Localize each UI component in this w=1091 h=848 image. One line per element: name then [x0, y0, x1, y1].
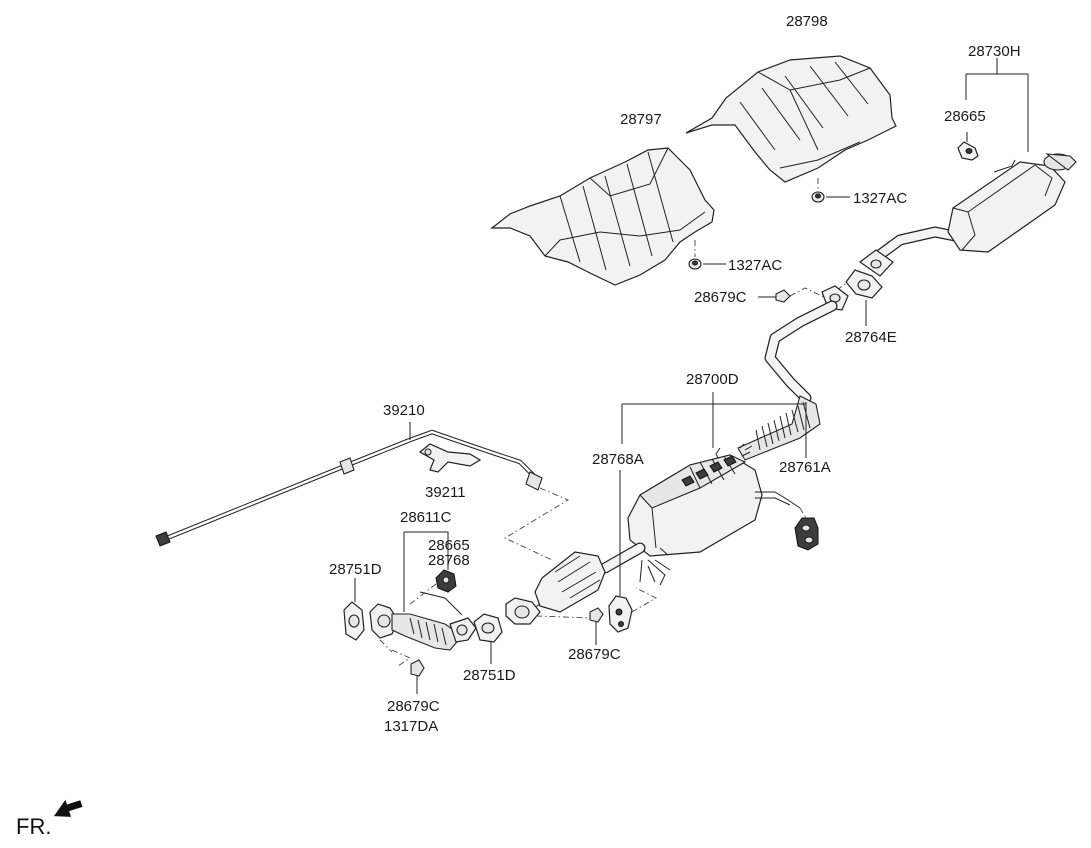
- label-28730h: 28730H: [968, 43, 1021, 60]
- label-28768-front: 28768: [428, 552, 470, 569]
- label-1327ac-upper: 1327AC: [853, 190, 907, 207]
- label-28797: 28797: [620, 111, 662, 128]
- label-28679c-upper: 28679C: [694, 289, 747, 306]
- label-1327ac-lower: 1327AC: [728, 257, 782, 274]
- label-28679c-center: 28679C: [568, 646, 621, 663]
- catalytic-converter: [505, 551, 606, 625]
- label-28798: 28798: [786, 13, 828, 30]
- hanger-center: [608, 470, 657, 633]
- label-1317da: 1317DA: [384, 718, 438, 735]
- center-muffler: [599, 443, 801, 586]
- label-28679c-lower: 28679C: [387, 698, 440, 715]
- label-28751d-left: 28751D: [329, 561, 382, 578]
- label-28700d: 28700D: [686, 371, 739, 388]
- gasket-rear: [845, 269, 883, 326]
- label-28751d-right: 28751D: [463, 667, 516, 684]
- dash-cat: [535, 615, 593, 619]
- leader-28730h: [965, 58, 1029, 152]
- front-direction-arrow-icon: [53, 799, 83, 817]
- leader-28700d: [621, 392, 806, 448]
- dash-front: [379, 639, 393, 653]
- nut-1327ac-upper: [811, 178, 850, 203]
- rear-muffler: [858, 153, 1077, 277]
- label-39211: 39211: [425, 484, 466, 501]
- gasket-front-right: [473, 613, 503, 664]
- label-39210: 39210: [383, 402, 425, 419]
- heat-shield-rear: [685, 55, 897, 183]
- clamp-upper: [758, 287, 827, 303]
- mid-pipe: [764, 285, 849, 404]
- oxygen-sensor: [155, 422, 543, 547]
- clamp-center: [589, 607, 604, 645]
- label-28768a: 28768A: [592, 451, 644, 468]
- label-28764e: 28764E: [845, 329, 897, 346]
- clamp-lower: [391, 649, 425, 694]
- dash-sensor: [504, 487, 569, 561]
- front-pipe: [369, 532, 477, 651]
- hanger-rear: [957, 141, 979, 161]
- nut-1327ac-lower: [688, 240, 726, 270]
- label-28761a: 28761A: [779, 459, 831, 476]
- front-direction-label: FR.: [16, 814, 51, 839]
- label-28665-rear: 28665: [944, 108, 986, 125]
- label-28611c: 28611C: [400, 509, 452, 526]
- heat-shield-front: [490, 147, 715, 286]
- sensor-bracket: [418, 443, 482, 473]
- gasket-front-left: [343, 578, 365, 641]
- label-28665-front: 28665: [428, 537, 470, 554]
- hanger-flex: [794, 507, 819, 551]
- hanger-front: [404, 531, 457, 605]
- flex-pipe: [737, 395, 821, 461]
